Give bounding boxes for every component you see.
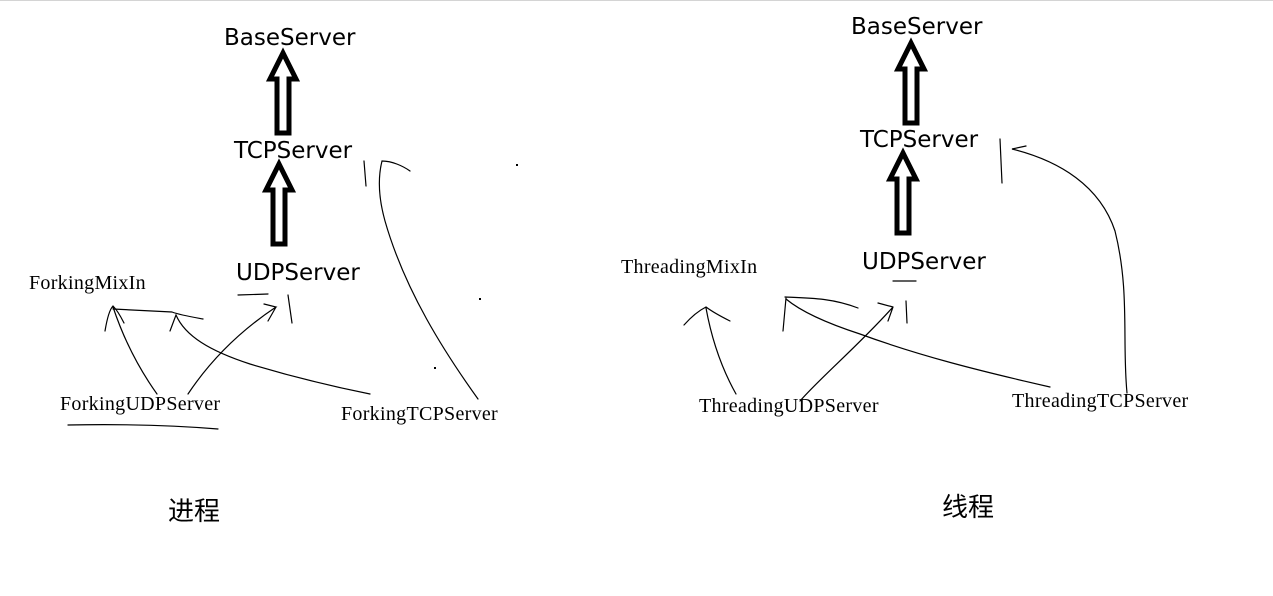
right-udp-combo-label: ThreadingUDPServer — [699, 395, 879, 417]
left-udp-to-tcp-arrow — [266, 164, 292, 244]
stray-specks — [434, 164, 518, 369]
right-mixin-label: ThreadingMixIn — [621, 256, 758, 278]
right-mixin-arrowhead — [683, 306, 731, 326]
left-fudp-to-mixin — [112, 306, 158, 395]
left-fudp-to-udp — [187, 303, 278, 395]
left-fudp-underline — [67, 424, 219, 430]
left-mixin-arrowhead — [104, 305, 125, 332]
left-mixin-label: ForkingMixIn — [29, 272, 146, 294]
right-caption: 线程 — [942, 493, 995, 523]
right-udp-server-label: UDPServer — [862, 249, 986, 275]
right-ttcp-to-mixin-hook — [785, 298, 1051, 388]
right-tcp-server-label: TCPServer — [860, 127, 979, 153]
left-caption: 进程 — [168, 497, 221, 527]
left-udp-tick — [287, 294, 293, 324]
right-base-server-label: BaseServer — [851, 14, 983, 40]
right-udp-to-tcp-arrow — [890, 153, 916, 233]
right-sketch-lines — [683, 138, 1128, 402]
right-tudp-to-udp — [799, 302, 894, 402]
left-ftcp-to-mixin-hook — [169, 313, 371, 395]
left-base-server-label: BaseServer — [224, 25, 356, 51]
left-udp-server-label: UDPServer — [236, 260, 360, 286]
left-tcp-tick — [363, 160, 367, 187]
left-tcp-combo-label: ForkingTCPServer — [341, 403, 499, 425]
left-sketch-lines — [67, 160, 479, 430]
left-tcp-server-label: TCPServer — [234, 138, 353, 164]
right-tcp-tick — [999, 138, 1003, 184]
right-tcp-combo-label: ThreadingTCPServer — [1012, 390, 1189, 412]
right-ttcp-to-tcp — [1011, 145, 1128, 394]
left-udp-underline — [237, 293, 269, 296]
right-tudp-to-mixin — [705, 307, 737, 395]
left-udp-combo-label: ForkingUDPServer — [60, 393, 221, 415]
left-ftcp-to-tcp — [378, 160, 479, 400]
right-udp-tick — [905, 300, 908, 324]
right-tcp-to-base-arrow — [898, 43, 924, 123]
left-tcp-to-base-arrow — [270, 53, 296, 133]
right-mixin-hook — [782, 296, 859, 332]
left-mixin-hook — [112, 308, 204, 320]
